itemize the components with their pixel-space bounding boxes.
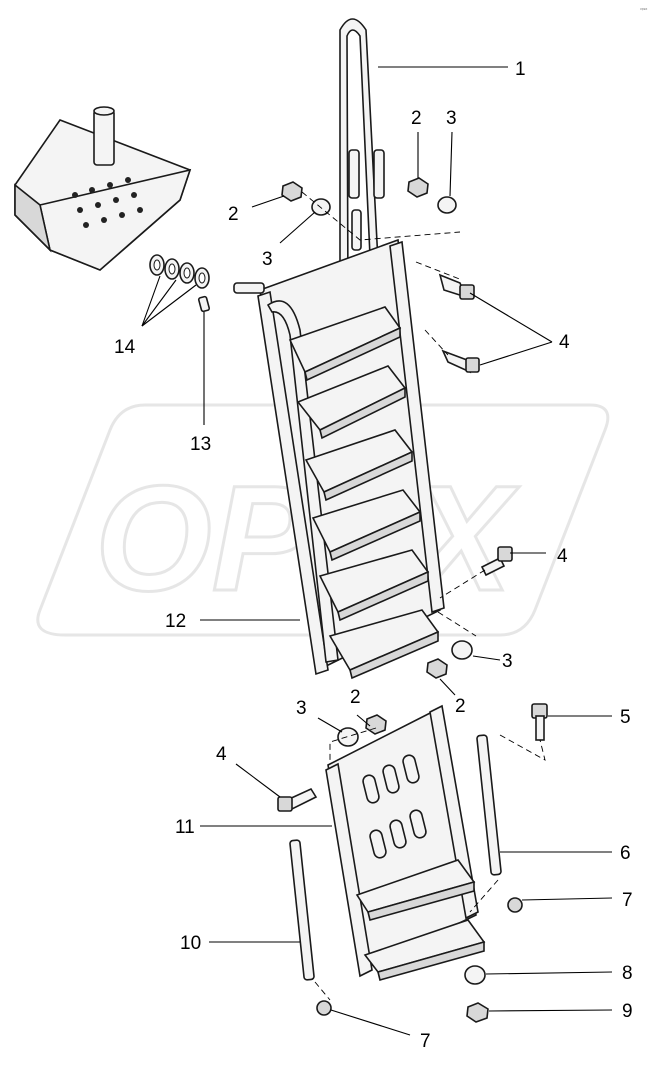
- step-5: [318, 549, 430, 622]
- washer-3-d: [337, 727, 359, 747]
- callout-12: 12: [165, 611, 186, 632]
- callout-13: 13: [190, 434, 211, 455]
- step-4: [311, 489, 422, 562]
- callout-3: 3: [262, 249, 273, 270]
- callout-4: 4: [557, 546, 568, 567]
- bolt-4-c: [480, 546, 513, 577]
- washer-3-b: [437, 196, 457, 214]
- callout-3: 3: [296, 698, 307, 719]
- step-treads: [288, 306, 440, 680]
- bolt-5: [531, 703, 548, 741]
- callout-2: 2: [411, 108, 422, 129]
- callout-9: 9: [622, 1001, 633, 1022]
- nut-2-a: [281, 181, 303, 202]
- pin-13: [197, 295, 211, 313]
- callout-2: 2: [350, 687, 361, 708]
- nut-9: [466, 1002, 489, 1023]
- support-leg-10: [289, 839, 315, 981]
- support-leg-6: [476, 734, 502, 876]
- washer-8: [464, 965, 486, 985]
- step-6: [328, 609, 440, 680]
- callout-7: 7: [622, 890, 633, 911]
- corner-mark: ᵒᵖᵉˣ: [640, 7, 648, 13]
- bushing-7-b: [316, 1000, 332, 1016]
- dashed-alignment-lines: [301, 191, 546, 1001]
- callout-4: 4: [216, 744, 227, 765]
- bolt-4-b: [441, 349, 480, 374]
- lower-step-treads: [355, 859, 486, 981]
- step-3: [304, 429, 414, 502]
- washer-3-c: [451, 640, 473, 660]
- nut-2-b: [407, 177, 429, 198]
- callout-2: 2: [455, 696, 466, 717]
- step-2: [296, 365, 407, 440]
- callout-3: 3: [502, 651, 513, 672]
- callout-2: 2: [228, 204, 239, 225]
- lower-step-1: [355, 859, 476, 921]
- callout-1: 1: [515, 59, 526, 80]
- washer-set-14: [149, 254, 210, 289]
- callout-6: 6: [620, 843, 631, 864]
- callout-4: 4: [559, 332, 570, 353]
- step-1: [288, 306, 402, 382]
- mounting-bracket: [14, 106, 192, 271]
- callout-8: 8: [622, 963, 633, 984]
- callout-5: 5: [620, 707, 631, 728]
- callout-11: 11: [175, 817, 195, 838]
- nut-2-c: [426, 658, 448, 679]
- callout-7: 7: [420, 1031, 431, 1052]
- bushing-7-a: [507, 897, 523, 913]
- callout-10: 10: [180, 933, 201, 954]
- bolt-4-d: [277, 787, 318, 812]
- leader-lines: [141, 66, 613, 1036]
- callout-3: 3: [446, 108, 457, 129]
- callout-14: 14: [114, 337, 136, 358]
- callout-labels: 1 2 3 2 3 4 14 13 4 12 3 2 2 3 5 4 11 6 …: [114, 59, 633, 1052]
- bolt-4-a: [438, 273, 475, 300]
- lower-step-2: [363, 919, 486, 981]
